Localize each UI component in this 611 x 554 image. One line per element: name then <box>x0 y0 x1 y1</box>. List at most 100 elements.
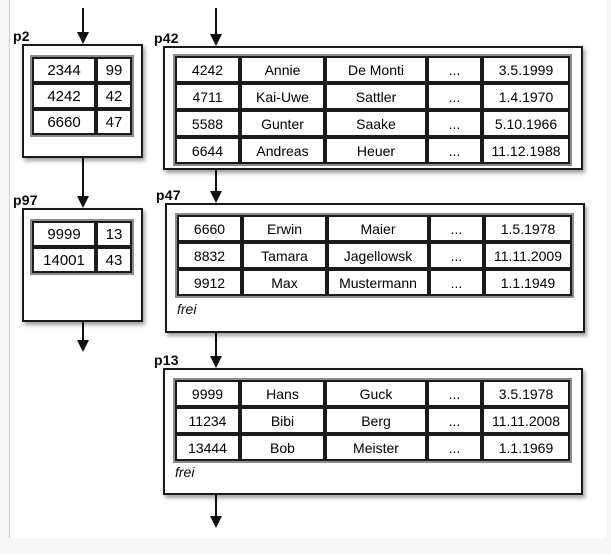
cell-date: 1.4.1970 <box>482 83 570 110</box>
cell-firstname: Annie <box>240 56 325 83</box>
cell-date: 11.12.1988 <box>482 137 570 164</box>
cell-date: 1.5.1978 <box>484 215 572 242</box>
cell-ellipsis: ... <box>427 434 482 461</box>
cell-firstname: Max <box>242 269 327 296</box>
cell-firstname: Bob <box>240 434 325 461</box>
cell-firstname: Kai-Uwe <box>240 83 325 110</box>
arrow-p97-out <box>76 322 89 352</box>
cell-pageref: 99 <box>96 57 132 83</box>
cell-key: 2344 <box>32 57 96 83</box>
arrow-shaft <box>81 322 84 341</box>
cell-pageref: 47 <box>96 109 132 135</box>
data-table-p42: 4242 Annie De Monti ... 3.5.1999 4711 Ka… <box>173 54 572 166</box>
arrow-shaft <box>214 170 217 192</box>
cell-pageref: 42 <box>96 83 132 109</box>
table-row: 13444 Bob Meister ... 1.1.1969 <box>175 434 570 461</box>
cell-id: 6644 <box>175 137 240 164</box>
table-row: 14001 43 <box>32 247 132 273</box>
free-space-label: frei <box>175 464 195 480</box>
cell-key: 9999 <box>32 221 96 247</box>
data-table-p47: 6660 Erwin Maier ... 1.5.1978 8832 Tamar… <box>175 213 574 298</box>
arrow-p42-to-p47 <box>209 170 222 203</box>
cell-lastname: Heuer <box>325 137 427 164</box>
cell-ellipsis: ... <box>427 137 482 164</box>
table-row: 9912 Max Mustermann ... 1.1.1949 <box>177 269 572 296</box>
cell-lastname: Maier <box>327 215 429 242</box>
arrow-p2-to-p97 <box>76 158 89 208</box>
node-p42-label: p42 <box>154 30 179 46</box>
cell-id: 13444 <box>175 434 240 461</box>
table-row: 11234 Bibi Berg ... 11.11.2008 <box>175 407 570 434</box>
arrow-into-p42 <box>209 8 222 46</box>
cell-ellipsis: ... <box>429 215 484 242</box>
cell-id: 5588 <box>175 110 240 137</box>
cell-lastname: Mustermann <box>327 269 429 296</box>
cell-id: 9912 <box>177 269 242 296</box>
arrow-head-icon <box>209 516 222 528</box>
cell-firstname: Bibi <box>240 407 325 434</box>
cell-id: 11234 <box>175 407 240 434</box>
index-table-p97: 9999 13 14001 43 <box>30 219 134 275</box>
arrow-shaft <box>214 333 217 357</box>
cell-firstname: Gunter <box>240 110 325 137</box>
cell-key: 6660 <box>32 109 96 135</box>
cell-firstname: Erwin <box>242 215 327 242</box>
arrow-head-icon <box>209 34 222 46</box>
node-p47: p47 6660 Erwin Maier ... 1.5.1978 8832 T… <box>156 187 585 333</box>
arrow-shaft <box>214 8 217 35</box>
cell-firstname: Hans <box>240 380 325 407</box>
cell-key: 4242 <box>32 83 96 109</box>
cell-firstname: Andreas <box>240 137 325 164</box>
table-row: 6660 Erwin Maier ... 1.5.1978 <box>177 215 572 242</box>
cell-lastname: Sattler <box>325 83 427 110</box>
arrow-head-icon <box>76 340 89 352</box>
cell-date: 1.1.1969 <box>482 434 570 461</box>
node-p2-label: p2 <box>13 28 30 44</box>
cell-lastname: Meister <box>325 434 427 461</box>
cell-ellipsis: ... <box>427 407 482 434</box>
node-p2: p2 2344 99 4242 42 6660 47 <box>13 28 143 158</box>
cell-pageref: 43 <box>96 247 132 273</box>
arrow-head-icon <box>76 196 89 208</box>
cell-date: 1.1.1949 <box>484 269 572 296</box>
cell-id: 8832 <box>177 242 242 269</box>
table-row: 4242 42 <box>32 83 132 109</box>
arrow-shaft <box>81 8 84 33</box>
arrow-p47-to-p13 <box>209 333 222 368</box>
cell-date: 11.11.2009 <box>484 242 572 269</box>
cell-date: 11.11.2008 <box>482 407 570 434</box>
arrow-head-icon <box>76 32 89 44</box>
cell-ellipsis: ... <box>427 380 482 407</box>
index-table-p2: 2344 99 4242 42 6660 47 <box>30 55 134 137</box>
node-p13-label: p13 <box>154 352 179 368</box>
table-row: 4242 Annie De Monti ... 3.5.1999 <box>175 56 570 83</box>
arrow-p13-out <box>209 495 222 528</box>
arrow-head-icon <box>209 191 222 203</box>
cell-lastname: Jagellowsk <box>327 242 429 269</box>
node-p13: p13 9999 Hans Guck ... 3.5.1978 11234 Bi… <box>154 352 583 495</box>
data-table-p13: 9999 Hans Guck ... 3.5.1978 11234 Bibi B… <box>173 378 572 463</box>
arrow-shaft <box>214 495 217 517</box>
table-row: 5588 Gunter Saake ... 5.10.1966 <box>175 110 570 137</box>
cell-lastname: Guck <box>325 380 427 407</box>
arrow-head-icon <box>209 356 222 368</box>
table-row: 9999 13 <box>32 221 132 247</box>
cell-key: 14001 <box>32 247 96 273</box>
arrow-into-p2 <box>76 8 89 44</box>
table-row: 9999 Hans Guck ... 3.5.1978 <box>175 380 570 407</box>
cell-ellipsis: ... <box>429 242 484 269</box>
cell-ellipsis: ... <box>427 110 482 137</box>
cell-id: 4242 <box>175 56 240 83</box>
cell-pageref: 13 <box>96 221 132 247</box>
node-p97: p97 9999 13 14001 43 <box>13 192 143 322</box>
node-p97-label: p97 <box>13 192 38 208</box>
node-p42: p42 4242 Annie De Monti ... 3.5.1999 471… <box>154 30 583 170</box>
cell-date: 3.5.1999 <box>482 56 570 83</box>
cell-lastname: Saake <box>325 110 427 137</box>
node-p47-label: p47 <box>156 187 181 203</box>
cell-date: 3.5.1978 <box>482 380 570 407</box>
cell-date: 5.10.1966 <box>482 110 570 137</box>
cell-ellipsis: ... <box>429 269 484 296</box>
cell-ellipsis: ... <box>427 56 482 83</box>
cell-lastname: Berg <box>325 407 427 434</box>
